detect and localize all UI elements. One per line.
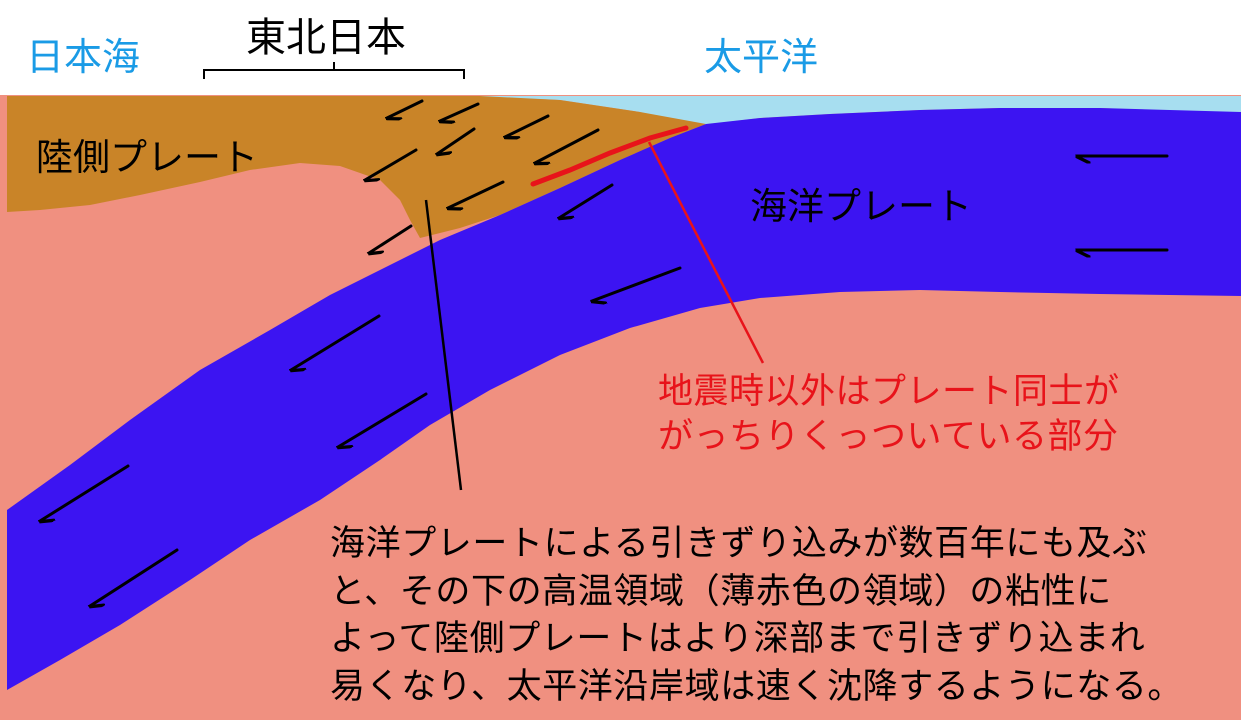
locked-zone-note: 地震時以外はプレート同士が がっちりくっついている部分 — [658, 370, 1120, 460]
label-pacific: 太平洋 — [704, 35, 819, 79]
explanation-line: 易くなり、太平洋沿岸域は速く沈降するようになる。 — [330, 666, 1184, 707]
locked-zone-note-line: がっちりくっついている部分 — [658, 417, 1119, 457]
motion-arrow-icon — [448, 180, 505, 208]
northeast-japan-bracket — [203, 62, 465, 79]
locked-zone — [530, 125, 689, 187]
explanation-line: 海洋プレートによる引きずり込みが数百年にも及ぶ — [330, 524, 1148, 564]
motion-arrow-icon — [387, 99, 424, 118]
label-japan-sea: 日本海 — [26, 35, 141, 79]
sea — [470, 96, 1241, 126]
motion-arrow-icon — [338, 392, 428, 447]
motion-arrow-icon — [437, 127, 476, 154]
pointer-line-explanation — [424, 199, 463, 491]
motion-arrow-icon — [369, 224, 413, 253]
explanation-line: と、その下の高温領域（薄赤色の領域）の粘性に — [330, 571, 1112, 612]
motion-arrow-icon — [40, 464, 130, 521]
motion-arrow-icon — [535, 128, 600, 163]
motion-arrow-icon — [90, 548, 179, 606]
motion-arrow-icon — [559, 183, 614, 218]
motion-arrows — [40, 99, 1169, 606]
label-northeast-japan: 東北日本 — [246, 15, 406, 61]
pointer-line-locked-zone — [647, 141, 765, 364]
continental-plate — [7, 96, 706, 238]
explanation-line: よって陸側プレートはより深部まで引きずり込まれ — [330, 619, 1146, 659]
motion-arrow-icon — [291, 314, 381, 370]
label-oceanic-plate: 海洋プレート — [750, 185, 972, 228]
motion-arrow-icon — [365, 148, 418, 180]
explanation-text: 海洋プレートによる引きずり込みが数百年にも及ぶ と、その下の高温領域（薄赤色の領… — [330, 521, 1235, 711]
motion-arrow-icon — [440, 102, 480, 121]
locked-zone-note-line: 地震時以外はプレート同士が — [658, 372, 1120, 412]
motion-arrow-icon — [592, 266, 682, 301]
oceanic-plate — [7, 108, 1241, 690]
motion-arrow-icon — [505, 114, 550, 137]
label-continental-plate: 陸側プレート — [36, 136, 258, 179]
